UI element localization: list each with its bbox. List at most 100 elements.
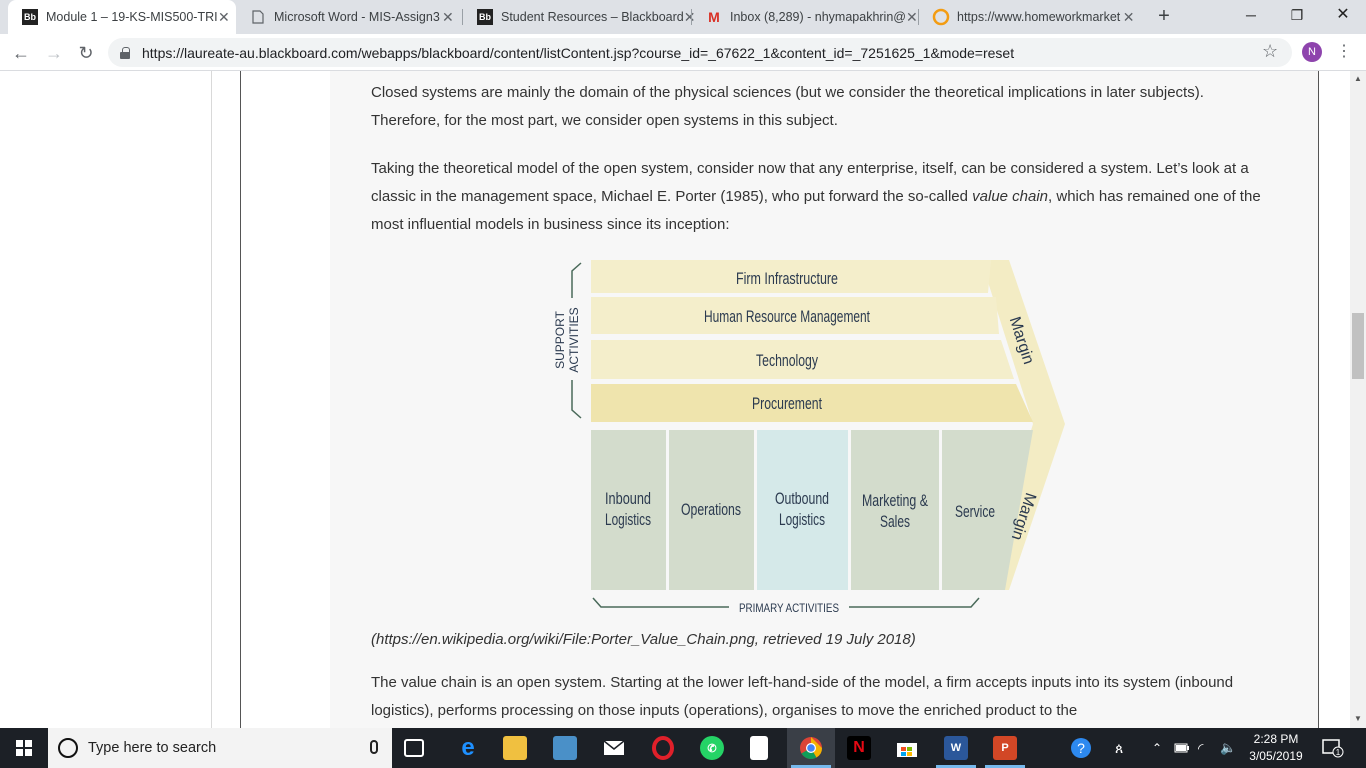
windows-taskbar: Type here to search e ✆ N W P ? ጰ ⌃ ◜ 🔈 … (0, 728, 1366, 768)
tab-divider (918, 9, 919, 25)
tab-title: Microsoft Word - MIS-Assign3 (274, 10, 440, 24)
paragraph-closed-systems: Closed systems are mainly the domain of … (371, 84, 1204, 129)
minimize-button[interactable]: ─ (1246, 7, 1256, 23)
support-label-line1: SUPPORT (553, 310, 567, 368)
paragraph-text: , which has remained one of the most inf… (371, 188, 1261, 233)
col-marketing-sales (851, 430, 939, 590)
task-view-icon[interactable] (404, 739, 424, 757)
support-label-line2: ACTIVITIES (567, 307, 581, 372)
col-service (942, 430, 1033, 590)
close-tab-icon[interactable]: ✕ (1122, 8, 1135, 25)
svg-text:?: ? (1077, 740, 1085, 756)
row-procurement (591, 384, 1033, 422)
notification-count: 1 (1336, 748, 1341, 757)
edge-icon[interactable]: e (461, 734, 475, 761)
microphone-icon[interactable] (370, 740, 378, 754)
homeworkmarket-icon (932, 8, 950, 26)
file-explorer-icon[interactable] (503, 736, 527, 760)
scroll-up-arrow-icon[interactable]: ▲ (1354, 74, 1362, 83)
scroll-down-arrow-icon[interactable]: ▼ (1354, 714, 1362, 723)
tab-student-resources[interactable]: Bb Student Resources – Blackboard ✕ (463, 0, 695, 34)
row-hr-management (591, 297, 999, 334)
close-tab-icon[interactable]: ✕ (683, 8, 696, 25)
support-activities-label: SUPPORT ACTIVITIES (553, 307, 581, 372)
close-window-button[interactable]: ✕ (1336, 6, 1350, 23)
col-operations (669, 430, 754, 590)
people-icon[interactable]: ጰ (1115, 739, 1124, 756)
page-scrollbar[interactable]: ▲ ▼ (1350, 71, 1366, 728)
close-tab-icon[interactable]: ✕ (442, 8, 454, 25)
primary-marketing-line1: Marketing & (862, 491, 928, 510)
powerpoint-running-underline (985, 765, 1025, 768)
word-icon[interactable]: W (944, 736, 968, 760)
support-technology: Technology (756, 351, 818, 370)
back-button[interactable]: ← (12, 43, 30, 63)
chrome-running-underline (791, 765, 831, 768)
opera-icon[interactable] (651, 736, 675, 760)
tab-divider (691, 9, 692, 25)
system-clock[interactable]: 2:28 PM 3/05/2019 (1238, 731, 1314, 765)
primary-outbound-line2: Logistics (779, 510, 825, 529)
page-viewport: Closed systems are mainly the domain of … (0, 71, 1350, 728)
tab-homeworkmarket[interactable]: https://www.homeworkmarket ✕ (919, 0, 1143, 34)
tab-module1[interactable]: Bb Module 1 – 19-KS-MIS500-TRI ✕ (8, 0, 236, 34)
netflix-icon[interactable]: N (847, 736, 871, 760)
url-text[interactable]: https://laureate-au.blackboard.com/webap… (142, 44, 1015, 61)
profile-avatar[interactable]: N (1302, 42, 1322, 62)
new-tab-button[interactable]: + (1158, 5, 1170, 27)
primary-operations: Operations (681, 500, 741, 519)
primary-inbound-line1: Inbound (605, 489, 651, 508)
search-placeholder: Type here to search (88, 740, 217, 756)
value-chain-term: value chain (972, 188, 1049, 205)
cortana-icon (58, 738, 78, 758)
porter-value-chain-diagram: SUPPORT ACTIVITIES Firm Infrastructure H… (553, 260, 1065, 615)
whatsapp-icon[interactable]: ✆ (700, 736, 724, 760)
store-icon[interactable] (895, 736, 919, 760)
tab-gmail-inbox[interactable]: M Inbox (8,289) - nhymapakhrin@ ✕ (692, 0, 918, 34)
mail-icon[interactable] (602, 736, 626, 760)
tab-title: https://www.homeworkmarket (957, 10, 1121, 24)
show-hidden-icons-chevron-icon[interactable]: ⌃ (1152, 741, 1163, 755)
network-app-icon[interactable] (553, 736, 577, 760)
restore-button[interactable]: ❐ (1290, 7, 1304, 23)
support-bracket (571, 262, 582, 419)
paragraph-text: Taking the theoretical model of the open… (371, 160, 1249, 205)
taskbar-search-box[interactable]: Type here to search (48, 728, 392, 768)
primary-marketing-line2: Sales (880, 512, 910, 531)
chrome-icon[interactable] (799, 736, 823, 760)
row-firm-infrastructure (591, 260, 991, 293)
tab-word-doc[interactable]: Microsoft Word - MIS-Assign3 ✕ (236, 0, 462, 34)
volume-icon[interactable]: 🔈 (1220, 740, 1237, 755)
margin-arrow (981, 260, 1065, 590)
help-icon[interactable]: ? (1070, 728, 1092, 768)
notepad-icon[interactable] (750, 736, 768, 760)
browser-toolbar: ← → ↻ https://laureate-au.blackboard.com… (0, 34, 1366, 71)
scrollbar-thumb[interactable] (1352, 313, 1364, 379)
document-icon (250, 9, 266, 25)
close-tab-icon[interactable]: ✕ (905, 8, 918, 25)
tab-divider (462, 9, 463, 25)
paragraph-open-system: The value chain is an open system. Start… (371, 674, 1234, 719)
lock-icon[interactable] (120, 46, 130, 59)
support-procurement: Procurement (752, 394, 822, 413)
address-bar[interactable]: https://laureate-au.blackboard.com/webap… (108, 38, 1292, 67)
powerpoint-icon[interactable]: P (993, 736, 1017, 760)
battery-icon[interactable] (1174, 728, 1190, 768)
windows-logo-icon (16, 740, 32, 756)
blackboard-icon: Bb (477, 9, 493, 25)
paragraph-value-chain-intro: Taking the theoretical model of the open… (371, 155, 1271, 239)
word-running-underline (936, 765, 976, 768)
close-tab-icon[interactable]: ✕ (217, 8, 230, 25)
clock-time: 2:28 PM (1253, 732, 1299, 746)
primary-outbound-line1: Outbound (775, 489, 829, 508)
browser-menu-icon[interactable]: ⋮ (1336, 43, 1352, 60)
start-button[interactable] (0, 728, 48, 768)
forward-button[interactable]: → (45, 43, 63, 63)
col-inbound-logistics (591, 430, 666, 590)
reload-button[interactable]: ↻ (78, 43, 94, 63)
blackboard-icon: Bb (22, 9, 38, 25)
notification-center-icon[interactable]: 1 (1322, 728, 1344, 768)
tab-title: Inbox (8,289) - nhymapakhrin@ (730, 10, 906, 24)
bookmark-star-icon[interactable]: ☆ (1262, 41, 1279, 61)
wifi-icon[interactable]: ◜ (1198, 739, 1204, 756)
